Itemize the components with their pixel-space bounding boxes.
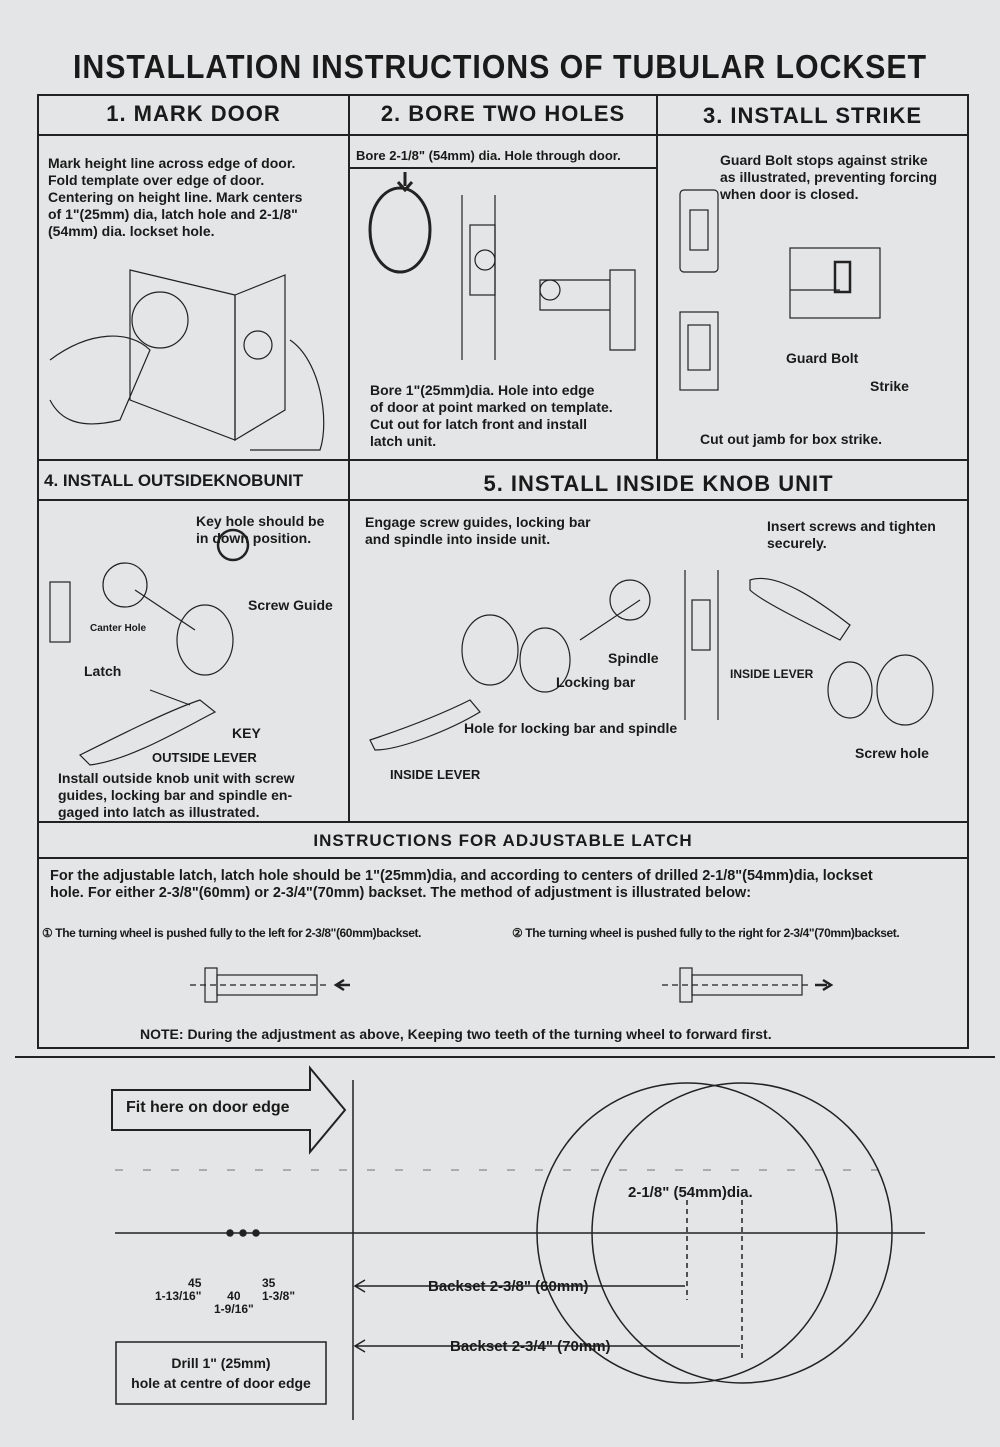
label-key: KEY	[232, 725, 261, 741]
adjust-option-1: ① The turning wheel is pushed fully to t…	[42, 926, 422, 940]
adjust-note: NOTE: During the adjustment as above, Ke…	[140, 1026, 772, 1042]
adjust-option-2: ② The turning wheel is pushed fully to t…	[512, 926, 900, 940]
label-inside-lever-2: INSIDE LEVER	[730, 667, 814, 681]
step1-heading: 1. MARK DOOR	[106, 101, 281, 126]
drill-instruction: Drill 1" (25mm) hole at centre of door e…	[131, 1355, 311, 1391]
backset-60-label: Backset 2-3/8" (60mm)	[428, 1278, 589, 1295]
step5-heading: 5. INSTALL INSIDE KNOB UNIT	[483, 471, 834, 496]
step5-text: Engage screw guides, locking bar and spi…	[365, 514, 591, 547]
bore-holes-illustration	[368, 172, 636, 360]
step1-text: Mark height line across edge of door. Fo…	[48, 155, 303, 239]
backset-70-label: Backset 2-3/4" (70mm)	[450, 1338, 611, 1355]
label-strike: Strike	[870, 378, 909, 394]
mark-45: 45 1-13/16"	[155, 1276, 202, 1303]
label-hole-locking-bar: Hole for locking bar and spindle	[464, 720, 678, 736]
fit-door-edge-label: Fit here on door edge	[126, 1099, 290, 1116]
label-center-hole: Canter Hole	[90, 623, 147, 634]
step3-text2: Cut out jamb for box strike.	[700, 431, 883, 447]
label-spindle: Spindle	[608, 650, 659, 666]
mark-35: 35 1-3/8"	[262, 1276, 296, 1303]
step5-text2: Insert screws and tighten securely.	[767, 518, 936, 551]
label-screw-guide: Screw Guide	[248, 597, 333, 613]
adjustable-text: For the adjustable latch, latch hole sho…	[50, 868, 873, 901]
adjustable-heading: INSTRUCTIONS FOR ADJUSTABLE LATCH	[313, 831, 693, 850]
label-inside-lever: INSIDE LEVER	[390, 767, 481, 782]
outside-knob-illustration	[49, 528, 250, 766]
label-key-hole: Key hole should be in down position.	[196, 513, 325, 546]
label-guard-bolt: Guard Bolt	[786, 350, 859, 366]
page-title: INSTALLATION INSTRUCTIONS OF TUBULAR LOC…	[73, 48, 927, 85]
step2-text: Bore 2-1/8" (54mm) dia. Hole through doo…	[356, 148, 621, 163]
label-outside-lever: OUTSIDE LEVER	[152, 750, 257, 765]
label-locking-bar: Locking bar	[556, 674, 636, 690]
step4-text: Install outside knob unit with screw gui…	[58, 770, 295, 820]
step3-heading: 3. INSTALL STRIKE	[702, 103, 923, 128]
label-latch: Latch	[84, 663, 122, 679]
label-screw-hole: Screw hole	[855, 745, 929, 761]
inside-knob-illustration	[369, 570, 934, 751]
strike-illustration	[679, 189, 881, 391]
step2-heading: 2. BORE TWO HOLES	[380, 101, 626, 126]
step2-text2: Bore 1"(25mm)dia. Hole into edge of door…	[370, 382, 613, 449]
step3-text: Guard Bolt stops against strike as illus…	[720, 152, 938, 202]
hole-diameter-label: 2-1/8" (54mm)dia.	[628, 1184, 753, 1201]
step4-heading: 4. INSTALL OUTSIDEKNOBUNIT	[44, 471, 304, 490]
door-template-illustration	[111, 1065, 925, 1420]
mark-door-illustration	[49, 269, 325, 451]
latch-adjust-illustrations	[190, 967, 834, 1003]
mark-40: 40 1-9/16"	[214, 1289, 254, 1316]
